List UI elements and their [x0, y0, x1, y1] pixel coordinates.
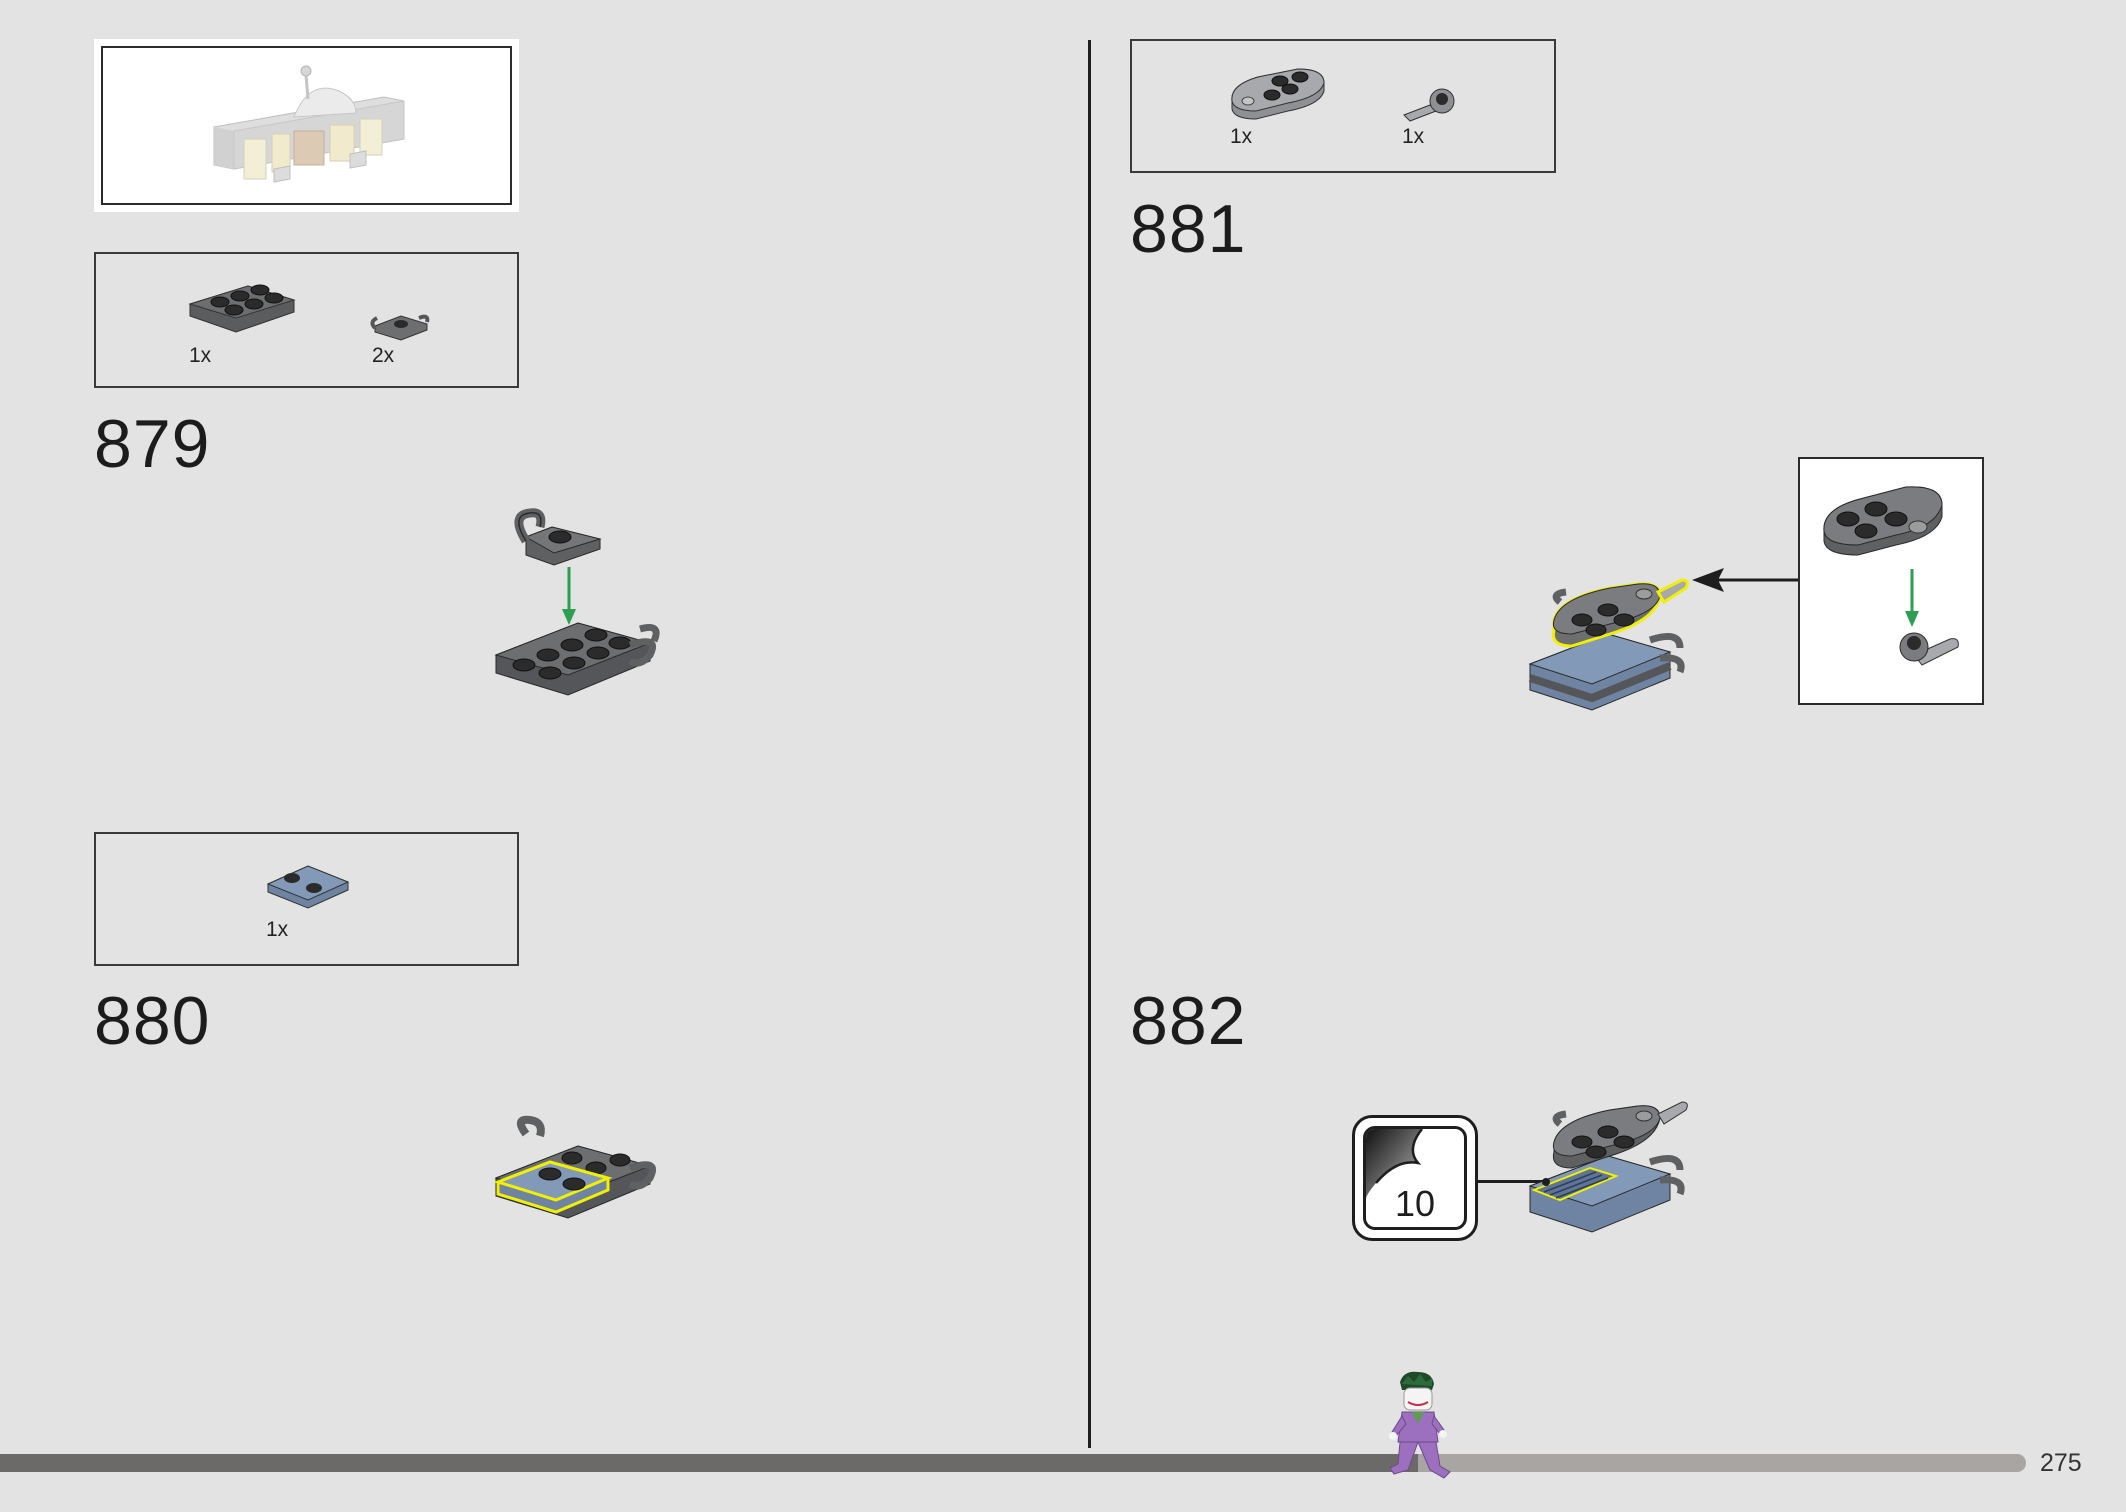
- model-overview-image: [213, 65, 405, 183]
- part-qty: 2x: [372, 344, 395, 367]
- parts-list-step-879: 1x 2x: [94, 252, 519, 388]
- part-qty: 1x: [1230, 125, 1253, 148]
- step-number-881: 881: [1130, 191, 1247, 267]
- parts-list-step-880: 1x: [94, 832, 519, 966]
- step-879-assembly: [494, 508, 660, 696]
- sticker-callout: 10: [1352, 1115, 1478, 1241]
- plate-clip-dark-grey-icon: [370, 314, 430, 341]
- tile-2x2-sand-blue-icon: [266, 865, 350, 909]
- sticker-sheet-number: 10: [1394, 1183, 1436, 1224]
- sticker-pointer-line: [1476, 1180, 1546, 1183]
- build-progress-fill: [0, 1454, 1419, 1472]
- sticker-sheet-icon: [1366, 1129, 1423, 1199]
- plate-2x3-dark-grey-icon: [188, 284, 296, 333]
- sub-assembly-callout: [1798, 457, 1984, 705]
- callout-assembly: [1823, 486, 1959, 666]
- build-progress-bar: [0, 1454, 2026, 1472]
- part-qty: 1x: [266, 918, 289, 941]
- parts-list-step-881: 1x 1x: [1130, 39, 1556, 173]
- step-880-assembly: [493, 1115, 656, 1219]
- ball-joint-light-grey-icon: [1403, 88, 1455, 122]
- wing-plate-light-grey-icon: [1231, 68, 1325, 120]
- step-881-assembly: [1528, 578, 1689, 711]
- step-number-880: 880: [94, 983, 211, 1059]
- step-882-assembly: [1528, 1101, 1688, 1233]
- part-qty: 1x: [1402, 125, 1425, 148]
- step-number-879: 879: [94, 406, 211, 482]
- step-number-882: 882: [1130, 983, 1247, 1059]
- part-qty: 1x: [189, 344, 212, 367]
- page-number: 275: [2040, 1449, 2082, 1477]
- joker-minifig-progress-marker: [1389, 1371, 1451, 1479]
- callout-arrow: [1692, 568, 1798, 592]
- page-divider: [1088, 40, 1091, 1448]
- model-overview-frame: [94, 39, 519, 212]
